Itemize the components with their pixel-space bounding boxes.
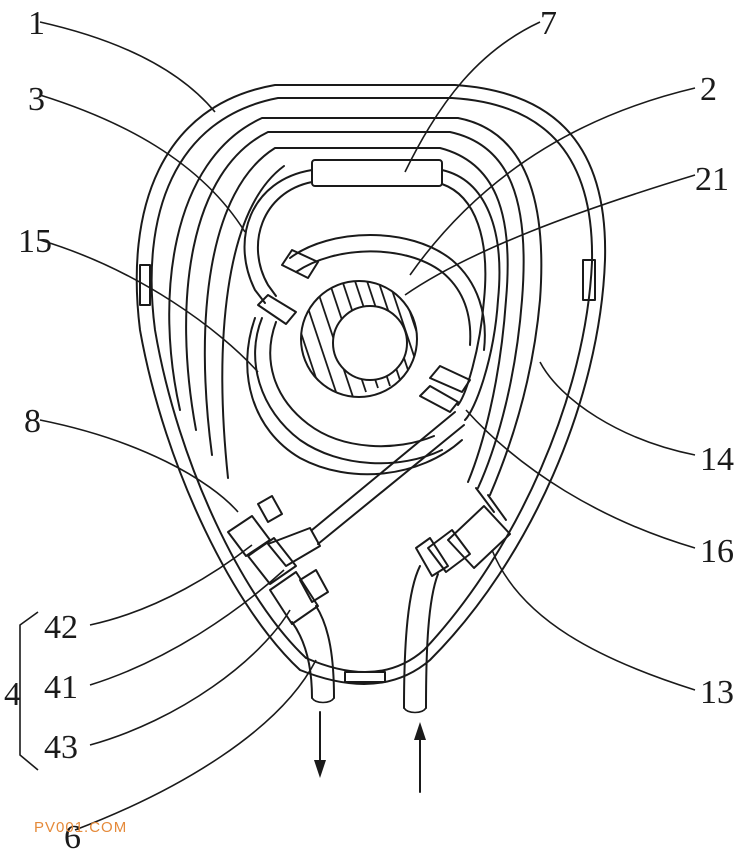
label-15: 15 — [18, 223, 52, 260]
fitting-13-body — [427, 529, 471, 573]
left-tab — [139, 264, 151, 306]
inner-core-21 — [332, 305, 408, 381]
core — [300, 280, 418, 398]
connector-pipe — [311, 411, 465, 545]
label-2: 2 — [700, 71, 717, 108]
outer-housing — [135, 84, 607, 685]
spiral-channel — [246, 234, 486, 476]
label-1: 1 — [28, 5, 45, 42]
outlet-arrowhead — [314, 760, 326, 778]
label-43: 43 — [44, 729, 78, 766]
label-14: 14 — [700, 441, 734, 478]
label-6: 6 — [64, 819, 81, 853]
part-labels: 1 3 15 8 7 2 21 14 16 13 42 41 43 4 6 — [4, 5, 734, 853]
label-7: 7 — [540, 5, 557, 42]
flow-arrows — [314, 711, 426, 793]
label-3: 3 — [28, 81, 45, 118]
right-tab — [582, 259, 596, 301]
label-42: 42 — [44, 609, 78, 646]
left-fittings — [227, 495, 335, 704]
label-41: 41 — [44, 669, 78, 706]
bottom-tab — [344, 671, 386, 683]
leader-lines — [19, 21, 696, 831]
watermark: PV001.COM — [34, 819, 127, 836]
label-21: 21 — [695, 161, 729, 198]
fitting-13-nut — [415, 537, 449, 577]
label-4: 4 — [4, 676, 21, 713]
label-13: 13 — [700, 674, 734, 711]
label-8: 8 — [24, 403, 41, 440]
fitting-42 — [227, 515, 271, 557]
label-16: 16 — [700, 533, 734, 570]
right-fittings — [403, 487, 511, 714]
bar-7 — [311, 159, 443, 187]
fitting-41-neck — [267, 527, 321, 567]
fitting-42-cap — [257, 495, 283, 523]
fitting-43-cap — [299, 569, 329, 603]
cooling-channels — [168, 117, 543, 496]
fitting-41 — [247, 537, 297, 585]
inlet-arrowhead — [414, 722, 426, 740]
fitting-43 — [269, 571, 319, 625]
